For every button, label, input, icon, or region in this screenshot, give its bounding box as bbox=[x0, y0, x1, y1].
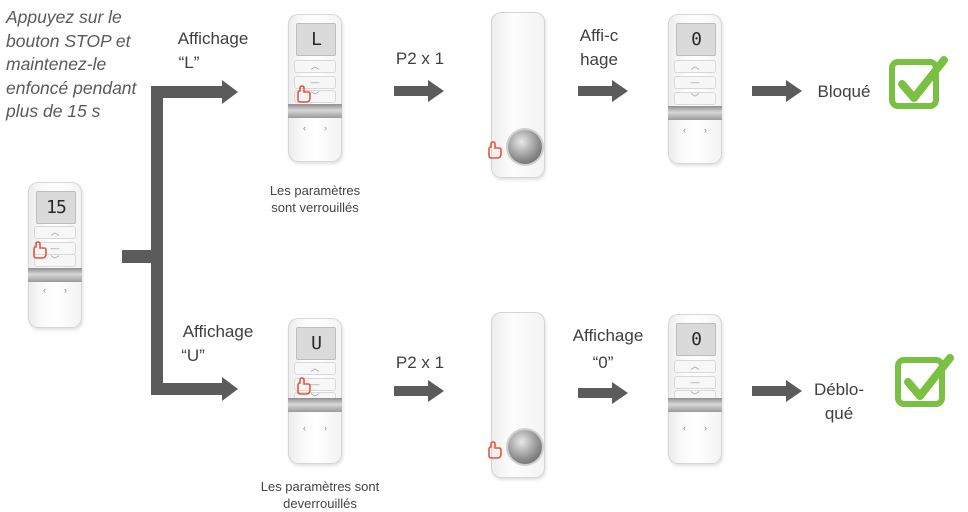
up-button: ︿ bbox=[294, 362, 336, 375]
p2-button bbox=[508, 430, 542, 464]
bottom-affichage-value: “U” bbox=[181, 346, 205, 365]
top-remote-back bbox=[488, 12, 545, 178]
instruction-text: Appuyez sur le bouton STOP et maintenez-… bbox=[6, 7, 137, 121]
remote-nav-row: ‹› bbox=[43, 285, 67, 295]
remote-screen: U bbox=[296, 327, 336, 360]
remote-screen: 0 bbox=[676, 23, 716, 56]
up-button: ︿ bbox=[674, 360, 716, 373]
bottom-remote-unlocked: U ︿ — ﹀ ‹› bbox=[288, 318, 342, 464]
pressing-hand-icon bbox=[297, 377, 311, 395]
bottom-arrow-1 bbox=[394, 380, 444, 402]
pressing-hand-icon bbox=[297, 85, 311, 103]
remote-screen: L bbox=[296, 23, 336, 56]
top-affichage-label: Affichage bbox=[177, 29, 249, 48]
top-result-label: Bloqué bbox=[817, 82, 871, 101]
top-remote-result: 0 ︿ — ﹀ ‹› bbox=[668, 14, 722, 164]
remote-band bbox=[668, 398, 722, 412]
remote-nav-row: ‹› bbox=[303, 423, 327, 433]
down-button: ﹀ bbox=[294, 90, 336, 103]
top-affichage2-label: Affi-chage bbox=[579, 26, 619, 69]
top-remote-locked: L ︿ — ﹀ ‹› bbox=[288, 14, 342, 162]
down-button: ﹀ bbox=[674, 92, 716, 105]
pressing-hand-icon bbox=[488, 441, 502, 459]
bottom-affichage2-label: Affichage bbox=[572, 326, 644, 345]
top-caption: Les paramètres sont verrouillés bbox=[269, 183, 361, 215]
bottom-affichage-label: Affichage bbox=[182, 322, 254, 341]
bottom-remote-result: 0 ︿ — ﹀ ‹› bbox=[668, 314, 722, 464]
remote-band bbox=[668, 106, 722, 120]
bottom-arrow-3 bbox=[752, 380, 802, 402]
stop-button: — bbox=[674, 76, 716, 89]
up-button: ︿ bbox=[34, 226, 76, 239]
remote-band bbox=[288, 398, 342, 412]
pressing-hand-icon bbox=[488, 141, 502, 159]
bottom-result-label: Déblo-qué bbox=[813, 380, 865, 423]
stop-button: — bbox=[34, 242, 76, 255]
top-affichage-value: “L” bbox=[178, 53, 200, 72]
remote-nav-row: ‹› bbox=[303, 123, 327, 133]
remote-nav-row: ‹› bbox=[683, 125, 707, 135]
remote-nav-row: ‹› bbox=[683, 423, 707, 433]
remote-screen: 15 bbox=[36, 191, 76, 224]
remote-band bbox=[28, 268, 82, 282]
p2-button bbox=[508, 130, 542, 164]
top-p2-label: P2 x 1 bbox=[395, 49, 445, 68]
bottom-caption: Les paramètres sont deverrouillés bbox=[260, 479, 380, 511]
remote-band bbox=[288, 104, 342, 118]
top-arrow-2 bbox=[578, 80, 628, 102]
remote-screen: 0 bbox=[676, 323, 716, 356]
up-button: ︿ bbox=[674, 60, 716, 73]
bottom-p2-label: P2 x 1 bbox=[395, 353, 445, 372]
up-button: ︿ bbox=[294, 60, 336, 73]
start-remote: 15 ︿ — ﹀ ‹› bbox=[28, 182, 82, 328]
stop-button: — bbox=[294, 76, 336, 89]
top-arrow-1 bbox=[394, 80, 444, 102]
bottom-affichage2-value: “0” bbox=[592, 353, 614, 372]
bottom-arrow-2 bbox=[578, 382, 628, 404]
top-arrow-3 bbox=[752, 80, 802, 102]
bottom-remote-back bbox=[488, 312, 545, 478]
check-mark-icon bbox=[895, 354, 954, 407]
stop-button: — bbox=[674, 376, 716, 389]
check-mark-icon bbox=[889, 56, 948, 109]
pressing-hand-icon bbox=[33, 241, 47, 259]
